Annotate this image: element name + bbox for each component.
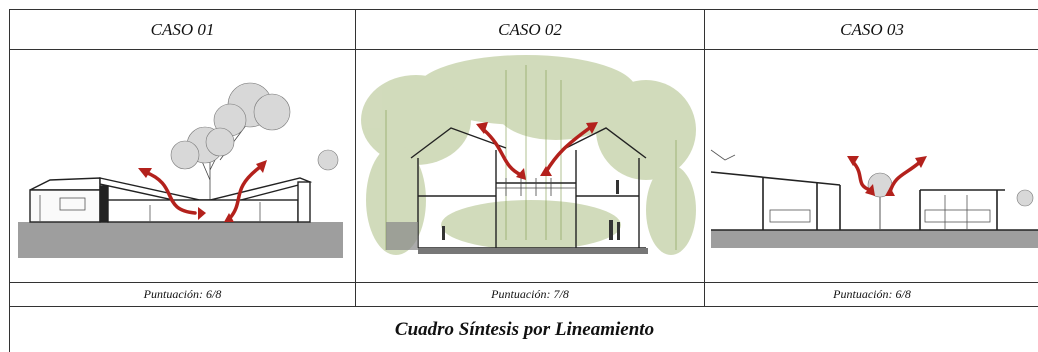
case-01-image-cell [10, 50, 356, 283]
case-02-image-cell [356, 50, 705, 283]
section-drawing-case-02 [361, 55, 696, 255]
synthesis-table: CASO 01 CASO 02 CASO 03 [9, 9, 1038, 352]
case-01-score: Puntuación: 6/8 [143, 287, 222, 301]
case-03-image-cell [705, 50, 1038, 283]
section-drawing-case-01 [18, 82, 343, 258]
case-02-score: Puntuación: 7/8 [491, 287, 569, 301]
case-01-title: CASO 01 [150, 19, 215, 39]
case-01-header: CASO 01 [10, 10, 356, 50]
case-03-header: CASO 03 [705, 10, 1038, 50]
case-02-title: CASO 02 [498, 19, 562, 39]
case-03-score-cell: Puntuación: 6/8 [705, 283, 1038, 307]
section-drawing-case-03 [710, 149, 1038, 248]
case-01-score-cell: Puntuación: 6/8 [10, 283, 356, 307]
case-03-score: Puntuación: 6/8 [833, 287, 911, 301]
case-02-score-cell: Puntuación: 7/8 [356, 283, 705, 307]
case-03-title: CASO 03 [840, 19, 904, 39]
table-footer: Cuadro Síntesis por Lineamiento [10, 307, 1038, 352]
case-02-header: CASO 02 [356, 10, 705, 50]
footer-title: Cuadro Síntesis por Lineamiento [394, 318, 655, 340]
